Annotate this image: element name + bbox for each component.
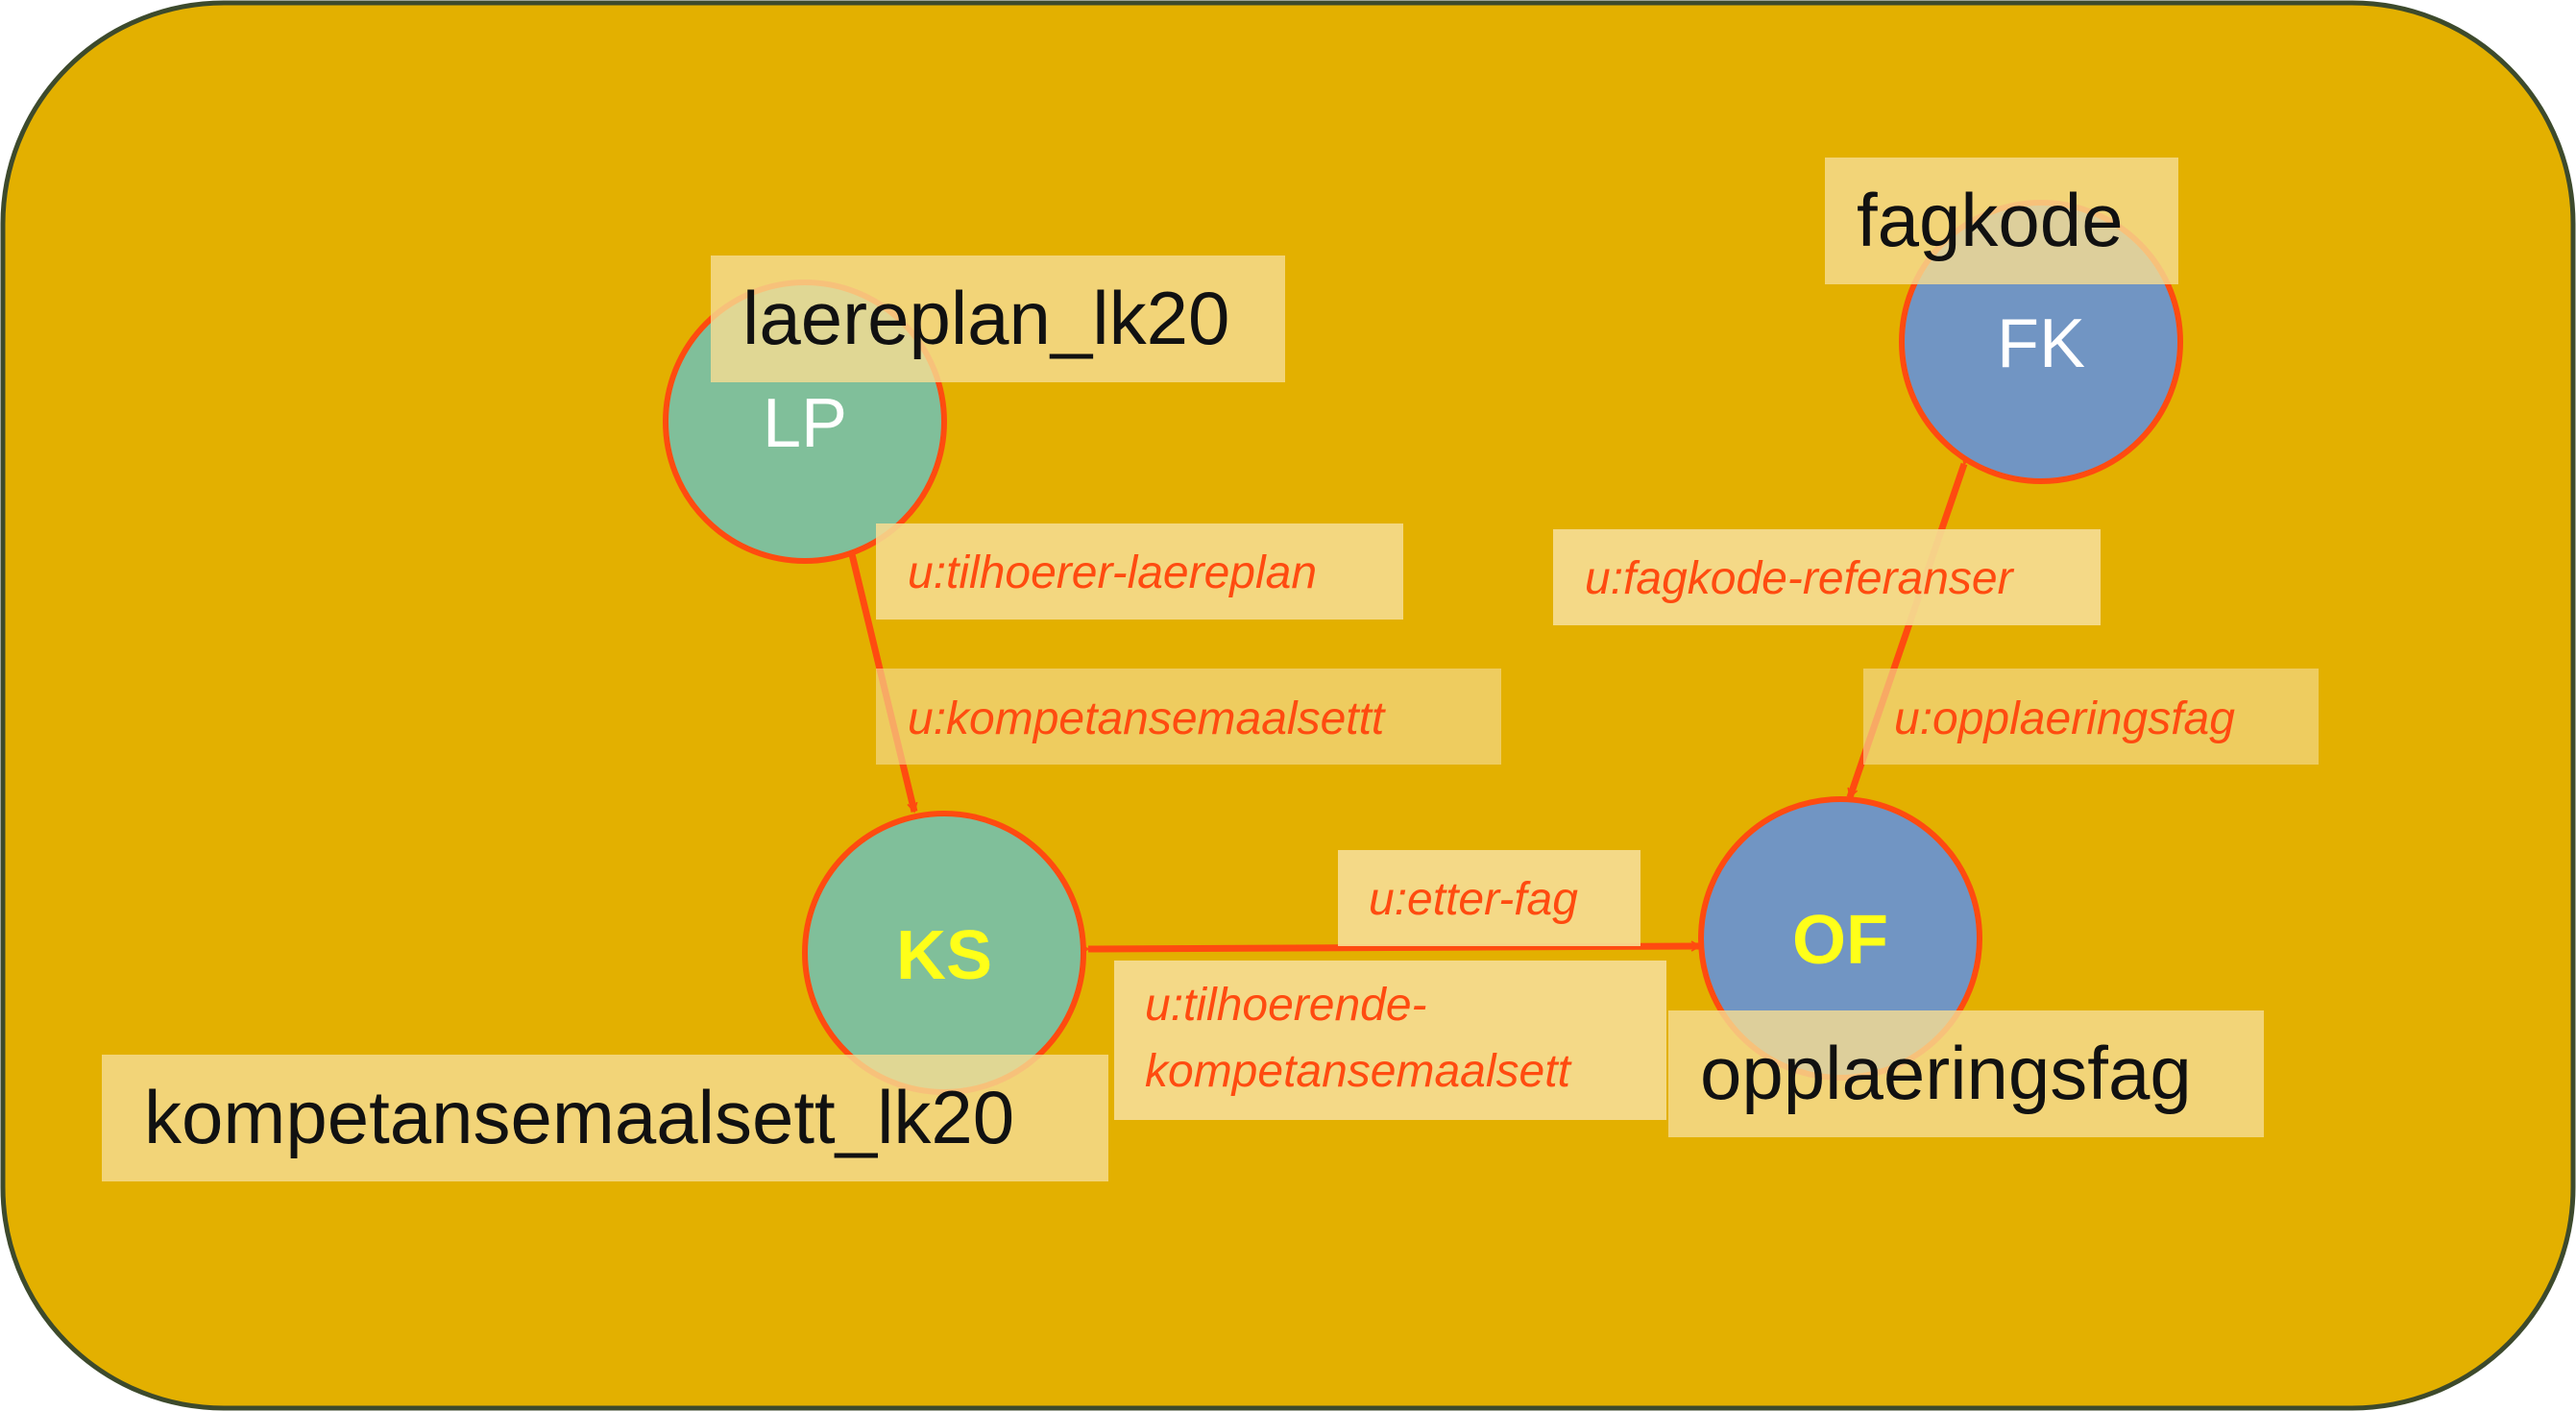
edge-label-text: u:kompetansemaalsettt	[908, 693, 1386, 744]
node-name-box	[102, 1055, 1108, 1181]
node-lp-abbr: LP	[763, 385, 847, 462]
node-name-text: kompetansemaalsett_lk20	[144, 1075, 1014, 1159]
edge-ks-of	[1079, 940, 1702, 955]
edge-label-kompetansemaalsettt: u:kompetansemaalsettt	[876, 669, 1501, 765]
edge-label-box	[1114, 961, 1666, 1120]
node-of-abbr: OF	[1792, 902, 1888, 979]
edge-label-tilhoerende-kompetansemaalsett: u:tilhoerende- kompetansemaalsett	[1114, 961, 1666, 1120]
edge-label-text: u:etter-fag	[1369, 874, 1578, 925]
edge-label-box	[1863, 669, 2319, 765]
edge-label-box	[1553, 529, 2101, 625]
edge-label-text: u:fagkode-referanser	[1585, 553, 2015, 604]
edge-label-etter-fag: u:etter-fag	[1338, 850, 1640, 946]
edge-label-box	[1338, 850, 1640, 946]
node-fk-abbr: FK	[1997, 305, 2085, 382]
edge-label-opplaeringsfag: u:opplaeringsfag	[1863, 669, 2319, 765]
node-name-box	[1668, 1010, 2264, 1137]
node-name-ks: kompetansemaalsett_lk20	[102, 1055, 1108, 1181]
node-name-of: opplaeringsfag	[1668, 1010, 2264, 1137]
edge-label-fagkode-referanser: u:fagkode-referanser	[1553, 529, 2101, 625]
edge-label-text-line2: kompetansemaalsett	[1145, 1046, 1572, 1097]
edge-label-tilhoerer-laereplan: u:tilhoerer-laereplan	[876, 523, 1403, 620]
node-of[interactable]: OF	[1698, 796, 1982, 1081]
node-name-text: fagkode	[1857, 178, 2124, 262]
edge-label-box	[876, 523, 1403, 620]
node-name-lp: laereplan_lk20	[711, 255, 1285, 382]
node-name-box	[1825, 158, 2178, 284]
node-ks[interactable]: KS	[802, 811, 1086, 1095]
node-name-text: opplaeringsfag	[1700, 1031, 2192, 1115]
edge-label-box	[876, 669, 1501, 765]
node-name-text: laereplan_lk20	[742, 276, 1229, 360]
edge-label-text: u:tilhoerer-laereplan	[908, 547, 1317, 598]
edge-label-text-line1: u:tilhoerende-	[1145, 980, 1427, 1031]
edge-label-text: u:opplaeringsfag	[1894, 693, 2235, 744]
node-ks-abbr: KS	[896, 917, 992, 994]
node-name-box	[711, 255, 1285, 382]
node-name-fk: fagkode	[1825, 158, 2178, 284]
